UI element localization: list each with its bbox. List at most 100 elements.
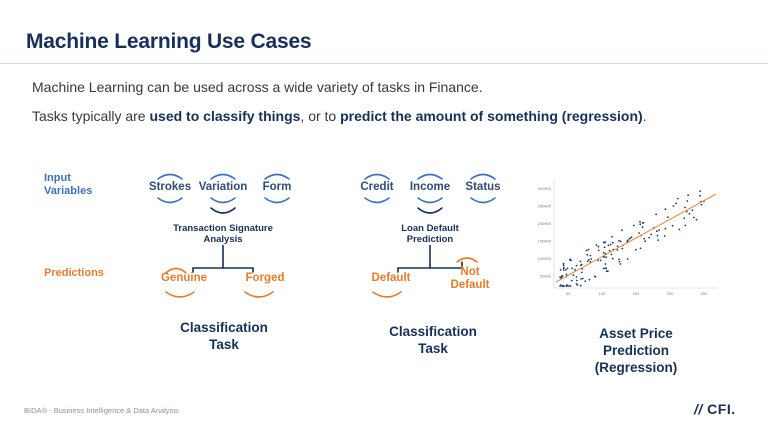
scatter-y-tick: 100000 xyxy=(538,256,552,261)
scatter-point xyxy=(604,267,607,270)
scatter-point xyxy=(588,258,590,261)
tasks-highlight-classify: used to classify things xyxy=(149,108,301,124)
scatter-point xyxy=(568,285,570,287)
d2-output-default: Default xyxy=(371,272,411,284)
scatter-point xyxy=(607,270,609,273)
cfi-logo-mark-icon: // xyxy=(694,401,703,417)
scatter-point xyxy=(585,249,588,252)
scatter-point xyxy=(641,226,644,229)
scatter-x-tick: 100 xyxy=(599,291,606,296)
d2-hub-line1: Loan Default xyxy=(401,223,459,234)
scatter-point xyxy=(579,284,582,287)
scatter-point xyxy=(597,245,600,248)
d2-output-not: Not xyxy=(460,266,480,278)
scatter-point xyxy=(699,194,701,197)
d2-output-default-2: Default xyxy=(450,279,490,291)
scatter-point xyxy=(650,233,652,236)
input-label-line1: Input xyxy=(44,172,71,184)
diagram2-output-arcs xyxy=(372,257,478,298)
scatter-point xyxy=(562,264,565,267)
predictions-label: Predictions xyxy=(44,267,104,279)
scatter-point xyxy=(605,256,608,259)
diagram1-input-arcs xyxy=(157,173,290,204)
scatter-point xyxy=(586,253,589,256)
scatter-point xyxy=(581,268,584,270)
scatter-point xyxy=(590,258,593,260)
scatter-point xyxy=(575,282,578,285)
scatter-point xyxy=(580,263,583,266)
scatter-point xyxy=(616,249,619,251)
scatter-caption-line3: (Regression) xyxy=(594,360,678,375)
diagram2-input-arcs xyxy=(364,173,496,204)
scatter-point xyxy=(605,270,608,273)
scatter-point xyxy=(656,230,658,233)
scatter-y-tick: 50000 xyxy=(540,274,552,279)
d2-caption-line2: Task xyxy=(418,341,448,356)
scatter-point xyxy=(644,240,647,243)
scatter-point xyxy=(648,236,651,239)
input-label-line2: Variables xyxy=(44,185,93,197)
scatter-point xyxy=(611,241,614,244)
scatter-caption-line2: Prediction xyxy=(602,343,669,358)
scatter-point xyxy=(664,208,667,211)
scatter-point xyxy=(628,237,631,240)
tasks-highlight-regression: predict the amount of something (regress… xyxy=(340,108,643,124)
tasks-text-c: , or to xyxy=(300,108,341,124)
scatter-point xyxy=(561,285,564,287)
scatter-point xyxy=(700,203,703,206)
scatter-point xyxy=(667,216,669,219)
scatter-point xyxy=(619,240,622,243)
scatter-point xyxy=(562,269,565,271)
scatter-point xyxy=(675,202,677,205)
scatter-point xyxy=(685,210,688,213)
scatter-point xyxy=(604,263,607,265)
scatter-point xyxy=(574,268,576,271)
scatter-point xyxy=(610,253,613,256)
scatter-point xyxy=(588,278,591,281)
scatter-x-tick: 200 xyxy=(667,291,674,296)
tasks-text-e: . xyxy=(642,108,647,124)
tasks-line: Tasks typically are used to classify thi… xyxy=(32,108,647,124)
scatter-point xyxy=(597,259,600,262)
scatter-point xyxy=(563,266,565,269)
scatter-point xyxy=(597,249,600,252)
scatter-point xyxy=(589,254,592,257)
scatter-point xyxy=(587,248,590,251)
scatter-point xyxy=(569,285,572,287)
scatter-trend-line xyxy=(555,193,717,283)
d2-input-credit: Credit xyxy=(360,181,394,193)
scatter-point xyxy=(691,209,694,211)
scatter-point xyxy=(576,279,578,282)
scatter-point xyxy=(566,267,569,270)
d1-input-strokes: Strokes xyxy=(148,181,192,193)
scatter-point xyxy=(621,247,624,250)
scatter-point xyxy=(684,224,687,227)
scatter-point xyxy=(618,258,620,261)
cfi-logo-text: CFI. xyxy=(707,401,736,417)
d2-input-income: Income xyxy=(409,181,451,193)
scatter-point xyxy=(618,239,620,242)
scatter-point xyxy=(683,217,686,220)
scatter-point xyxy=(560,276,562,279)
scatter-point xyxy=(575,276,578,278)
scatter-point xyxy=(686,200,689,202)
scatter-point xyxy=(642,221,645,224)
scatter-point xyxy=(664,227,667,230)
scatter-point xyxy=(630,236,633,238)
d2-input-status: Status xyxy=(465,181,501,193)
scatter-point xyxy=(595,244,598,246)
scatter-point xyxy=(616,245,619,248)
scatter-point xyxy=(672,205,675,207)
scatter-point xyxy=(639,220,641,223)
scatter-point xyxy=(671,224,674,227)
d1-hub-line2: Analysis xyxy=(203,234,243,245)
scatter-caption-line1: Asset Price xyxy=(599,326,673,341)
d2-caption-line1: Classification xyxy=(389,324,477,339)
scatter-point xyxy=(643,237,646,240)
scatter-point xyxy=(586,260,589,263)
scatter-point xyxy=(602,267,605,270)
